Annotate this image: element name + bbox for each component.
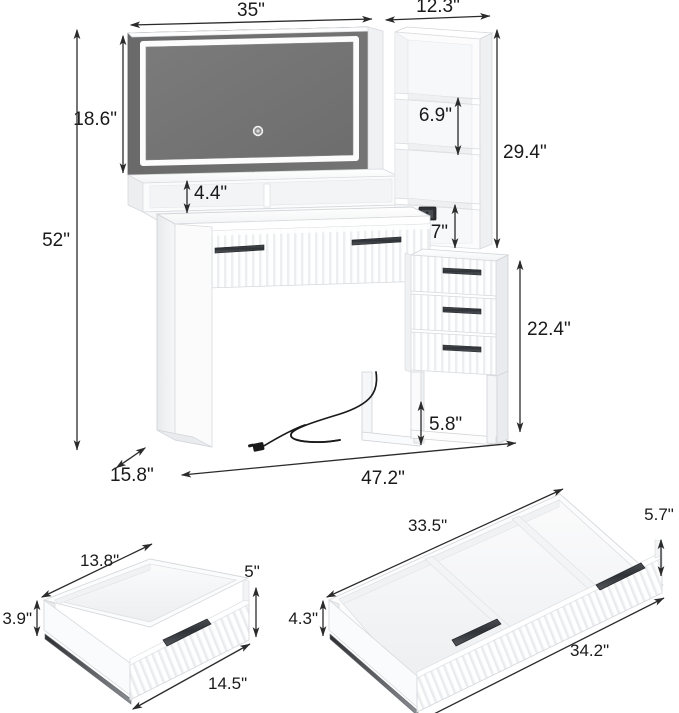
leg-front-right-post [486, 374, 498, 445]
dimlabel-bottom-shelf-height: 7" [431, 222, 448, 243]
cabinet-handle-2[interactable] [442, 306, 482, 315]
leg-back-left-post [361, 371, 373, 438]
dimlabel-total-depth: 15.8" [110, 465, 154, 486]
dimlabel-shelf-width: 12.3" [416, 0, 460, 17]
small-drawer-dimension-annotations: 13.8" 3.9" 5" 14.5" [2, 543, 260, 710]
dimlabel-shelf-opening: 6.9" [419, 105, 452, 126]
cubby-back-shade [149, 178, 393, 209]
dimline-35 [129, 15, 373, 29]
shelf-right-wall [479, 32, 493, 250]
dimlabel-drawer-unit-height: 22.4" [527, 319, 571, 340]
dimline-13-8 [40, 543, 153, 598]
cabinet-handle-3[interactable] [442, 344, 482, 353]
dimline-47-2 [180, 440, 517, 478]
cabinet-drawer-front-1[interactable] [410, 254, 497, 297]
cabinet-handle-1[interactable] [442, 267, 482, 276]
dimline-15-8 [115, 447, 147, 469]
large-drawer-view: 33.5" 4.3" 5.7" 34.2" [288, 488, 674, 713]
main-drawer-highlight [175, 224, 430, 237]
mirror-glass [145, 41, 354, 161]
dimlabel-large-front-width: 34.2" [570, 641, 609, 660]
cubby-shelf [126, 168, 413, 221]
side-drawer-cabinet [404, 248, 510, 379]
dimlabel-mirror-height: 18.6" [73, 109, 117, 130]
main-drawer-handle-left[interactable] [214, 244, 265, 254]
dimlabel-leg-clearance: 5.8" [429, 414, 462, 435]
dimline-14-5 [131, 643, 251, 710]
mirror-hutch [127, 26, 384, 176]
cubby-divider [263, 183, 271, 208]
dimlabel-small-front-height: 5" [244, 562, 260, 581]
mirror-side-wall [367, 26, 384, 174]
dimlabel-small-inner-width: 13.8" [80, 551, 119, 570]
large-drawer-slide-rail [329, 633, 419, 713]
dimline-12-3 [384, 13, 491, 24]
large-drawer-dimension-annotations: 33.5" 4.3" 5.7" 34.2" [288, 488, 674, 713]
dimlabel-large-inner-height: 4.3" [288, 609, 318, 628]
small-drawer-front-riser [242, 579, 250, 602]
leg-front-left-post [410, 371, 422, 438]
mirror-touch-sensor-dot [256, 129, 260, 133]
cabinet-left-edge [404, 252, 412, 373]
dimlabel-total-height: 52" [42, 230, 70, 251]
dimlabel-small-front-width: 14.5" [208, 674, 247, 693]
main-assembly-view: 35" 12.3" 18.6" 6.9" 29.4" 4.4" 7" 52" [42, 0, 571, 489]
main-dimension-annotations: 35" 12.3" 18.6" 6.9" 29.4" 4.4" 7" 52" [42, 0, 571, 489]
leg-front-right-post-side [496, 370, 509, 445]
desk-body [155, 206, 431, 448]
desk-left-panel-side [156, 213, 176, 441]
large-drawer-handle-right[interactable] [595, 562, 646, 591]
small-drawer-view: 13.8" 3.9" 5" 14.5" [2, 543, 260, 710]
mirror-led-frame [140, 36, 359, 166]
cabinet-drawer-front-3[interactable] [410, 331, 497, 376]
cabinet-drawer-front-2[interactable] [410, 293, 497, 335]
dimlabel-total-width: 47.2" [361, 468, 405, 489]
small-drawer-slide-rail [44, 633, 132, 705]
dimlabel-tower-height: 29.4" [503, 142, 547, 163]
dimlabel-cubby-height: 4.4" [194, 183, 227, 204]
dimlabel-small-inner-height: 3.9" [2, 609, 32, 628]
desk-left-panel-front [174, 223, 213, 448]
dimlabel-mirror-width: 35" [237, 0, 265, 21]
dimline-33-5 [325, 488, 564, 598]
dimlabel-large-front-height: 5.7" [644, 505, 674, 524]
dimlabel-large-inner-width: 33.5" [408, 516, 447, 535]
main-drawer-handle-right[interactable] [351, 236, 402, 246]
shelf-back-panel [407, 39, 473, 245]
cabinet-right-side [495, 254, 509, 379]
dimline-34-2 [418, 597, 665, 713]
